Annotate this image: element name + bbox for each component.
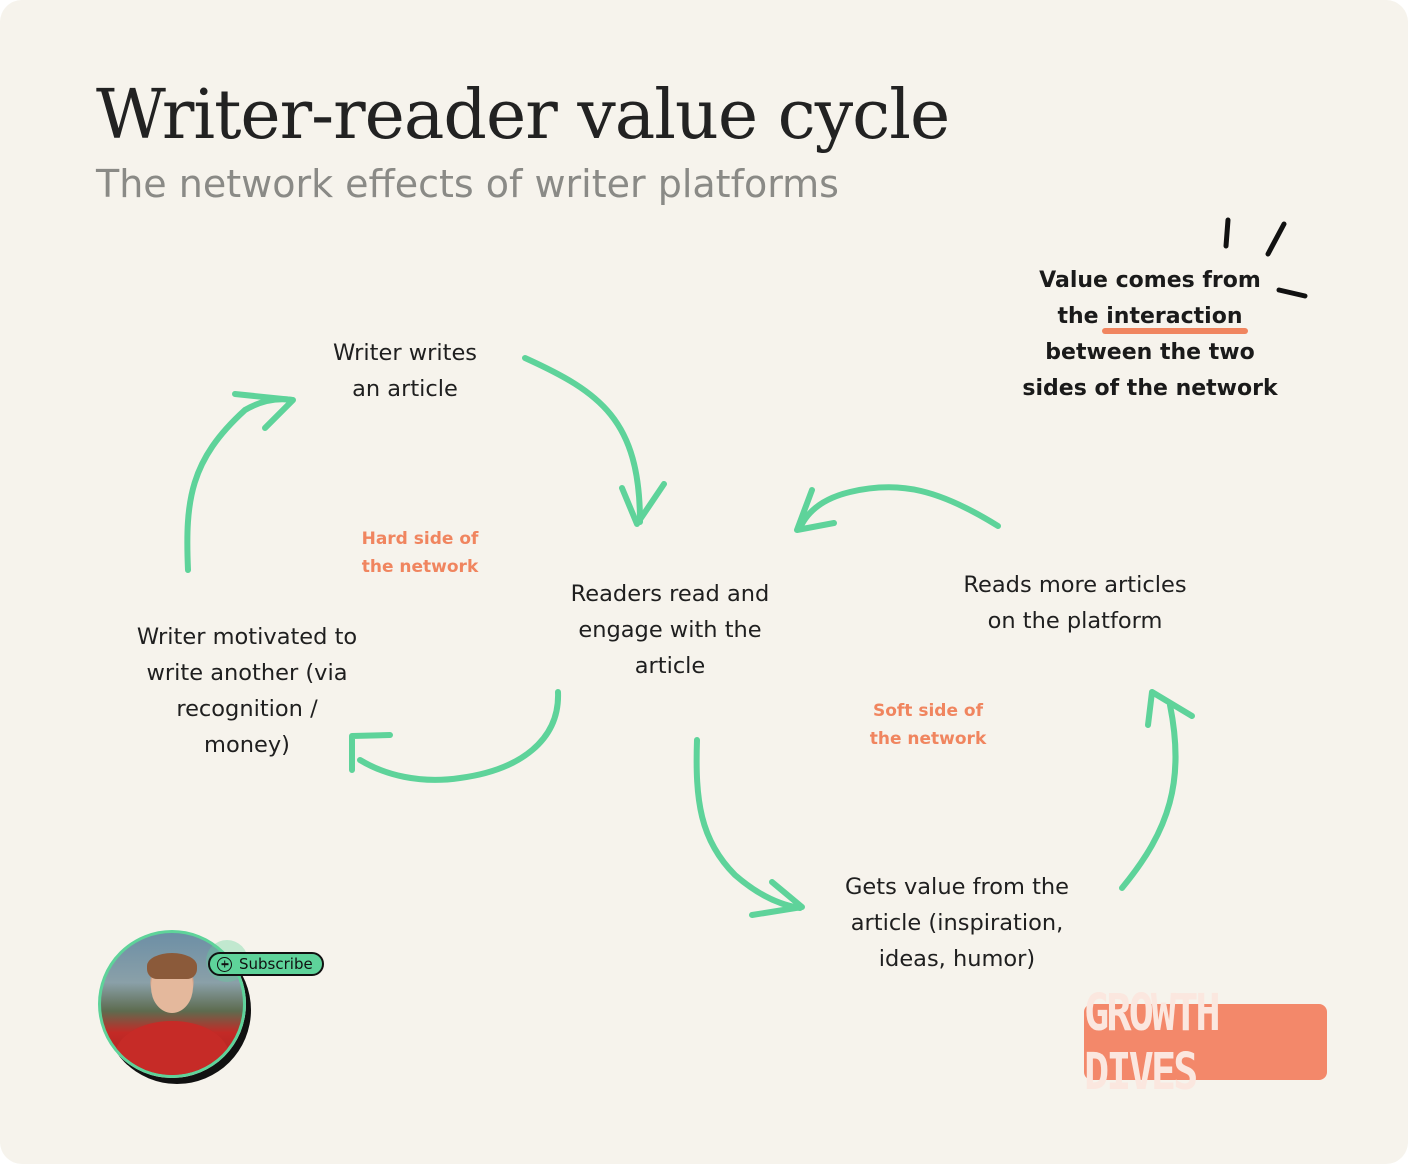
arrow-readers-to-motivated-head	[349, 732, 393, 773]
arrow-value-to-readsmore	[1119, 702, 1179, 891]
label-hard-side: Hard side of the network	[361, 529, 479, 577]
arrow-readers-to-value-head	[749, 879, 805, 918]
plus-circle-icon	[217, 956, 232, 972]
node-reads-more: Reads more articles on the platform	[963, 572, 1187, 634]
arrow-readsmore-to-readers	[797, 484, 1001, 531]
arrow-writer-to-readers-head	[619, 481, 667, 527]
node-readers-read: Readers read and engage with the article	[570, 581, 770, 679]
arrow-readers-to-motivated	[357, 689, 562, 783]
arrow-motivated-to-writer-head	[232, 391, 296, 431]
arrow-value-to-readsmore-head	[1145, 689, 1195, 728]
emphasis-marks-icon	[1223, 217, 1308, 299]
arrow-motivated-to-writer	[184, 396, 295, 573]
subscribe-button[interactable]: Subscribe	[208, 952, 324, 976]
arrow-readsmore-to-readers-head	[794, 487, 837, 533]
node-writer-writes: Writer writes an article	[332, 340, 478, 402]
highlight-interaction: interaction	[1102, 304, 1249, 334]
page-subtitle: The network effects of writer platforms	[96, 162, 839, 206]
page-title: Writer-reader value cycle	[96, 76, 950, 155]
arrow-writer-to-readers	[522, 355, 643, 525]
node-writer-motivated: Writer motivated to write another (via r…	[136, 624, 358, 758]
arrow-readers-to-value	[693, 737, 803, 911]
node-gets-value: Gets value from the article (inspiration…	[844, 874, 1070, 972]
label-soft-side: Soft side of the network	[869, 701, 987, 749]
brand-logo: GROWTH DIVES	[1084, 983, 1327, 1101]
callout-value-interaction: Value comes from the interaction between…	[1022, 268, 1278, 401]
